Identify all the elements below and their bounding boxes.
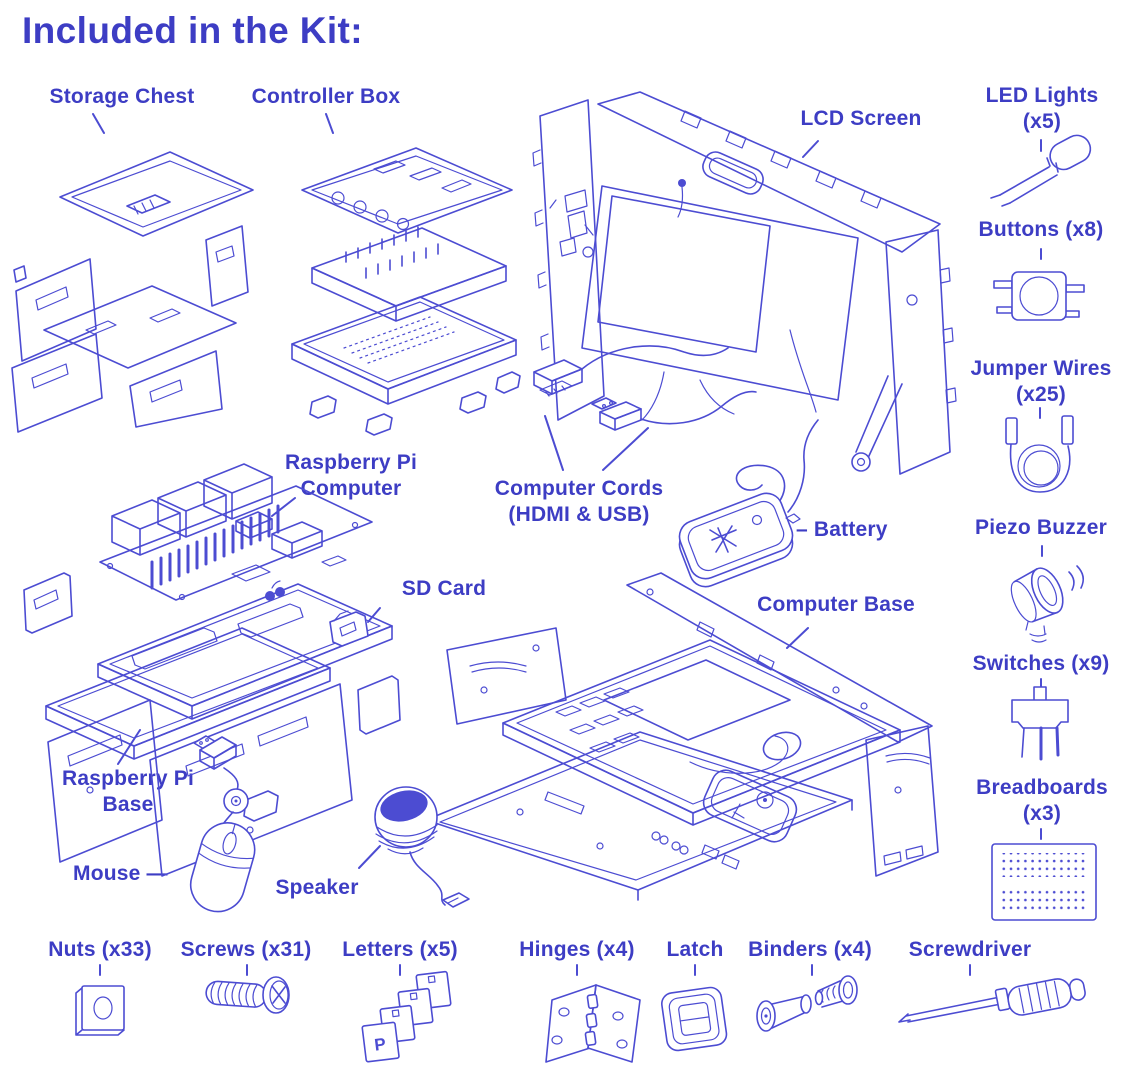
label-speaker: Speaker — [275, 876, 359, 899]
battery-illustration — [678, 419, 819, 588]
label-computer-cords-line2: (HDMI & USB) — [508, 503, 650, 526]
label-breadboards: Breadboards (x3) — [976, 775, 1108, 827]
label-screws: Screws (x31) — [180, 938, 312, 961]
page-title: Included in the Kit: — [22, 10, 363, 51]
label-rpi-computer-line1: Raspberry Pi — [285, 451, 417, 474]
piezo-buzzer-icon — [1010, 565, 1085, 643]
label-mouse: Mouse— — [73, 861, 174, 887]
speaker-illustration — [374, 786, 470, 908]
nut-icon — [75, 985, 125, 1036]
breadboard-icon — [991, 843, 1097, 921]
label-controller-box: Controller Box — [251, 85, 401, 108]
letter-tile-glyph: P — [373, 1035, 387, 1055]
hinge-detail-icons — [651, 831, 740, 870]
label-latch: Latch — [666, 938, 724, 961]
hdmi-plug-icon — [533, 359, 583, 397]
label-letters: Letters (x5) — [342, 938, 458, 961]
mouse-usb-plug-icon — [193, 735, 237, 770]
led-light-icon — [990, 134, 1092, 207]
label-computer-base: Computer Base — [757, 593, 915, 616]
raspberry-pi-base-illustration — [23, 572, 401, 877]
mouse-leader-dash: — — [146, 862, 168, 885]
label-piezo-buzzer: Piezo Buzzer — [975, 516, 1107, 539]
jumper-wires-icon — [1005, 415, 1074, 493]
computer-cords-illustration — [533, 345, 757, 431]
label-breadboards-line1: Breadboards — [976, 776, 1108, 799]
battery-leader-dash: – — [796, 518, 808, 541]
storage-chest-illustration — [11, 151, 254, 433]
hinge-icon — [545, 984, 641, 1063]
label-battery-text: Battery — [813, 518, 888, 541]
label-hinges: Hinges (x4) — [519, 938, 635, 961]
usb-plug-icon — [591, 397, 642, 431]
label-storage-chest: Storage Chest — [49, 85, 195, 108]
push-button-icon — [993, 271, 1085, 321]
latch-icon — [661, 986, 728, 1052]
binder-bolt-icon — [756, 975, 858, 1032]
label-computer-cords-line1: Computer Cords — [494, 477, 664, 500]
label-led-lights: LED Lights (x5) — [986, 83, 1099, 135]
pip-robot-icon — [549, 189, 594, 258]
label-led-lights-line1: LED Lights — [985, 84, 1099, 107]
label-raspberry-pi-base: Raspberry Pi Base — [62, 766, 194, 818]
label-jumper-wires-line1: Jumper Wires — [970, 357, 1112, 380]
label-mouse-text: Mouse — [73, 862, 141, 885]
switch-icon — [1011, 686, 1069, 761]
leader-lines — [92, 113, 1043, 976]
label-jumper-wires-line2: (x25) — [1015, 383, 1067, 406]
label-binders: Binders (x4) — [748, 938, 872, 961]
raspberry-pi-computer-illustration — [99, 463, 373, 601]
label-led-lights-line2: (x5) — [1022, 110, 1062, 133]
mouse-illustration — [189, 735, 256, 913]
sd-card-illustration — [329, 610, 369, 647]
label-rpi-base-line1: Raspberry Pi — [62, 767, 194, 790]
label-sd-card: SD Card — [401, 577, 487, 600]
label-screwdriver: Screwdriver — [908, 938, 1032, 961]
letter-tiles-icon: P — [361, 970, 452, 1063]
label-lcd-screen: LCD Screen — [800, 107, 922, 130]
label-nuts: Nuts (x33) — [48, 938, 152, 961]
screwdriver-icon — [898, 978, 1086, 1023]
computer-base-illustration — [425, 572, 939, 901]
label-computer-cords: Computer Cords (HDMI & USB) — [495, 476, 663, 528]
label-raspberry-pi-computer: Raspberry Pi Computer — [285, 450, 417, 502]
label-rpi-base-line2: Base — [102, 793, 154, 816]
piper-logo-icon — [709, 525, 737, 553]
label-rpi-computer-line2: Computer — [300, 477, 402, 500]
label-battery: –Battery — [796, 517, 888, 543]
label-switches: Switches (x9) — [972, 652, 1110, 675]
screw-icon — [205, 976, 290, 1014]
lcd-screen-illustration — [532, 91, 957, 475]
controller-box-illustration — [291, 147, 521, 436]
label-buttons: Buttons (x8) — [978, 218, 1104, 241]
label-jumper-wires: Jumper Wires (x25) — [970, 356, 1111, 408]
label-breadboards-line2: (x3) — [1022, 802, 1062, 825]
